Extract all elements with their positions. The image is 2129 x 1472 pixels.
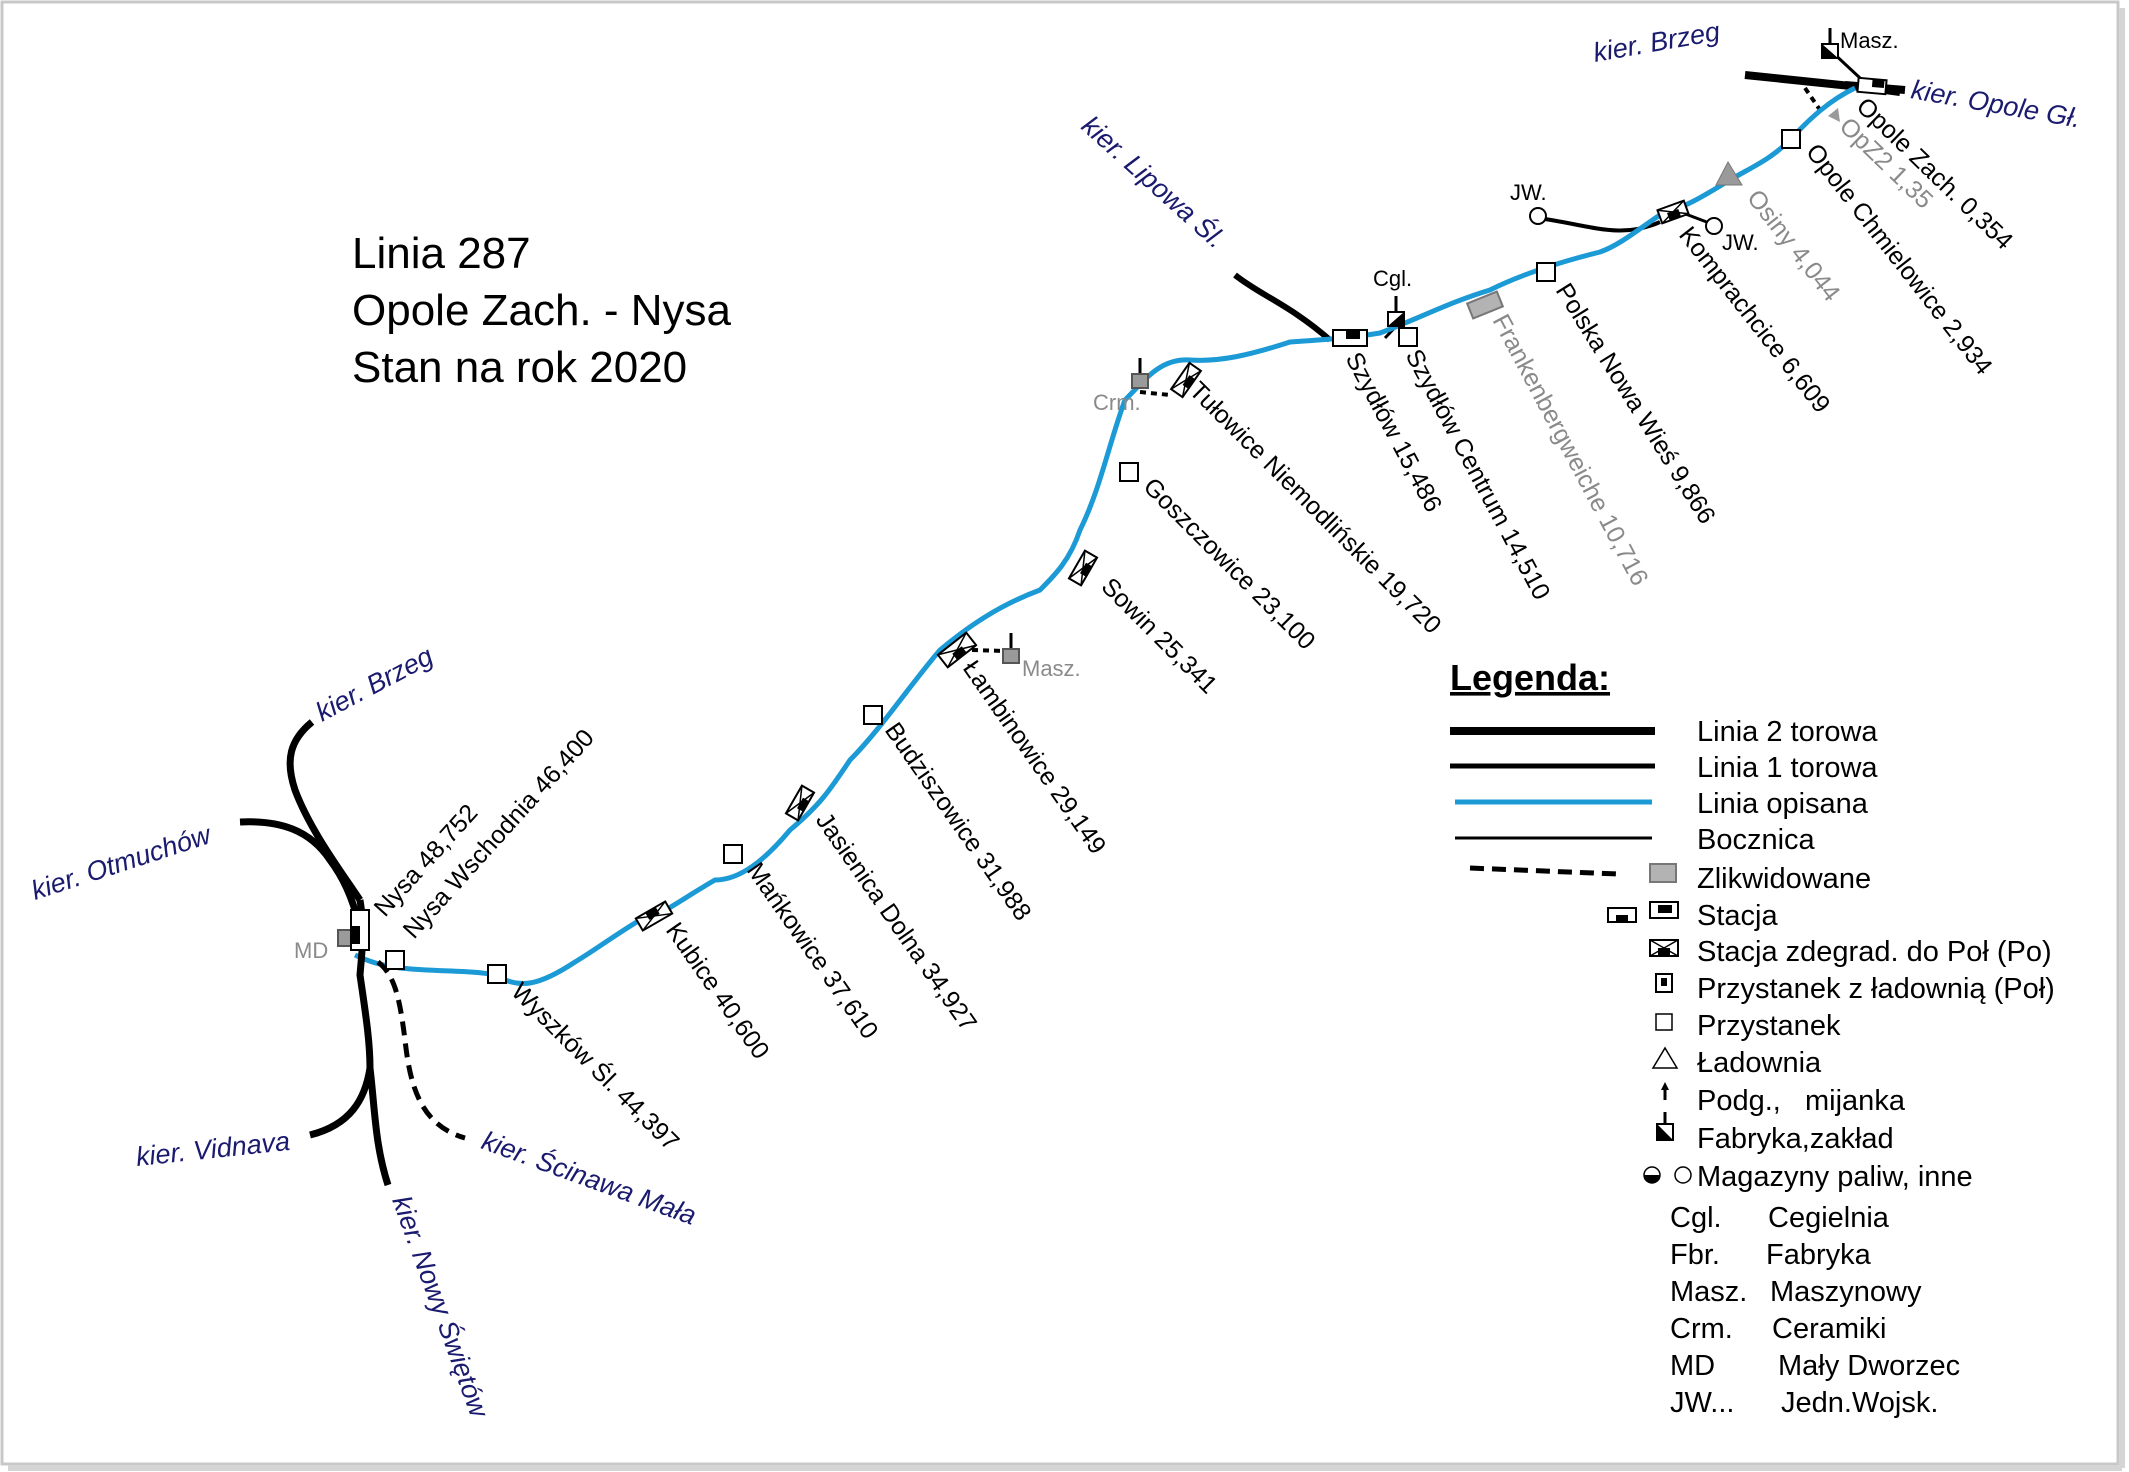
station-komprachcice-symbol bbox=[1656, 199, 1690, 225]
legend-abbr-1: Cgl. bbox=[1670, 1202, 1722, 1234]
stop-wyszkow-icon bbox=[487, 964, 507, 984]
legend-label-13: Fabryka,zakład bbox=[1697, 1123, 1894, 1155]
factory-masz-mid-icon bbox=[1002, 633, 1020, 664]
factory-crm-icon bbox=[1131, 358, 1149, 389]
factory-masz-top-icon bbox=[1821, 28, 1839, 59]
legend-abbr-6: JW... bbox=[1670, 1387, 1734, 1419]
legend-label-10: Przystanek bbox=[1697, 1010, 1841, 1042]
legend-meaning-4: Ceramiki bbox=[1772, 1313, 1886, 1345]
legend-abbr-3: Masz. bbox=[1670, 1276, 1747, 1308]
track-kier-lipowa bbox=[1233, 272, 1332, 343]
stop-mankowice-icon bbox=[723, 844, 743, 864]
station-jasienica-symbol bbox=[784, 784, 816, 822]
title-line-3: Stan na rok 2020 bbox=[352, 343, 687, 392]
loading-osiny-icon bbox=[1715, 160, 1743, 186]
station-szydlow-symbol bbox=[1332, 329, 1368, 347]
legend-meaning-2: Fabryka bbox=[1766, 1239, 1872, 1271]
legend-stop-loading-icon bbox=[1655, 973, 1673, 993]
legend-loading-icon bbox=[1651, 1046, 1679, 1069]
legend-label-2: Linia 1 torowa bbox=[1697, 752, 1878, 784]
frankenbergweiche-liquidated-icon bbox=[1465, 290, 1505, 320]
stop-opole-chmielowice-icon bbox=[1781, 129, 1801, 149]
legend-abbr-4: Crm. bbox=[1670, 1313, 1733, 1345]
legend-label-7: Stacja bbox=[1697, 900, 1778, 932]
siding-opz2-dashed bbox=[1803, 86, 1822, 112]
title-line-1: Linia 287 bbox=[352, 229, 531, 278]
legend-label-12: Podg., mijanka bbox=[1697, 1085, 1906, 1117]
legend-label-3: Linia opisana bbox=[1697, 788, 1869, 820]
track-kier-nowy-swietow bbox=[366, 1067, 392, 1187]
legend-label-8: Stacja zdegrad. do Poł (Po) bbox=[1697, 936, 2052, 968]
legend-meaning-3: Maszynowy bbox=[1770, 1276, 1922, 1308]
legend: Legenda: bbox=[1450, 657, 2055, 1419]
label-md: MD bbox=[294, 938, 328, 963]
label-masz-top: Masz. bbox=[1840, 28, 1899, 53]
label-jw-left: JW. bbox=[1510, 180, 1547, 205]
legend-label-14: Magazyny paliw, inne bbox=[1697, 1161, 1973, 1193]
track-kier-brzeg-bottom bbox=[286, 719, 363, 902]
legend-liquidated-icon bbox=[1649, 863, 1677, 883]
legend-label-9: Przystanek z ładownią (Poł) bbox=[1697, 973, 2055, 1005]
legend-label-6: Zlikwidowane bbox=[1697, 863, 1871, 895]
station-tulowice-symbol bbox=[1169, 361, 1203, 399]
label-cgl: Cgl. bbox=[1373, 266, 1412, 291]
label-crm: Crm. bbox=[1093, 390, 1141, 415]
title-line-2: Opole Zach. - Nysa bbox=[352, 286, 732, 335]
stop-budziszowice-icon bbox=[863, 705, 883, 725]
legend-label-4: Bocznica bbox=[1697, 824, 1816, 856]
station-sowin-symbol bbox=[1067, 549, 1099, 587]
legend-stop-icon bbox=[1655, 1013, 1673, 1031]
legend-signal-icon bbox=[1661, 1082, 1669, 1100]
siding-masz-mid-dashed bbox=[971, 648, 1006, 653]
legend-fuel-icon bbox=[1643, 1166, 1692, 1184]
station-nysa-symbol bbox=[350, 909, 370, 951]
legend-title: Legenda: bbox=[1450, 657, 1610, 698]
legend-station-icon bbox=[1607, 901, 1679, 923]
factory-cgl-icon bbox=[1387, 296, 1405, 327]
legend-station-degraded-icon bbox=[1649, 939, 1679, 957]
stop-szydlow-centrum-icon bbox=[1398, 327, 1418, 347]
legend-abbr-5: MD bbox=[1670, 1350, 1715, 1382]
legend-line-5 bbox=[1469, 865, 1619, 877]
station-kubice-symbol bbox=[634, 900, 674, 932]
stop-nysa-wschodnia-icon bbox=[385, 950, 405, 970]
station-lambinowice-symbol bbox=[936, 631, 978, 669]
stop-goszczowice-icon bbox=[1119, 462, 1139, 482]
legend-meaning-1: Cegielnia bbox=[1768, 1202, 1890, 1234]
legend-label-11: Ładownia bbox=[1697, 1047, 1822, 1079]
legend-meaning-6: Jedn.Wojsk. bbox=[1781, 1387, 1938, 1419]
label-masz-mid: Masz. bbox=[1022, 656, 1081, 681]
station-opole-zach-symbol bbox=[1856, 76, 1888, 96]
jw-left-icon bbox=[1529, 207, 1547, 225]
legend-meaning-5: Mały Dworzec bbox=[1778, 1350, 1960, 1382]
legend-label-1: Linia 2 torowa bbox=[1697, 716, 1878, 748]
label-jw-right: JW. bbox=[1722, 230, 1759, 255]
described-line-287 bbox=[353, 85, 1857, 987]
siding-crm-dashed bbox=[1139, 390, 1171, 397]
stop-polska-nowa-wies-icon bbox=[1536, 262, 1556, 282]
track-kier-scinawa-dashed bbox=[376, 960, 466, 1141]
legend-abbr-2: Fbr. bbox=[1670, 1239, 1720, 1271]
legend-factory-icon bbox=[1656, 1112, 1674, 1141]
jw-right-icon bbox=[1705, 217, 1723, 235]
opz2-signal-icon bbox=[1828, 108, 1840, 122]
